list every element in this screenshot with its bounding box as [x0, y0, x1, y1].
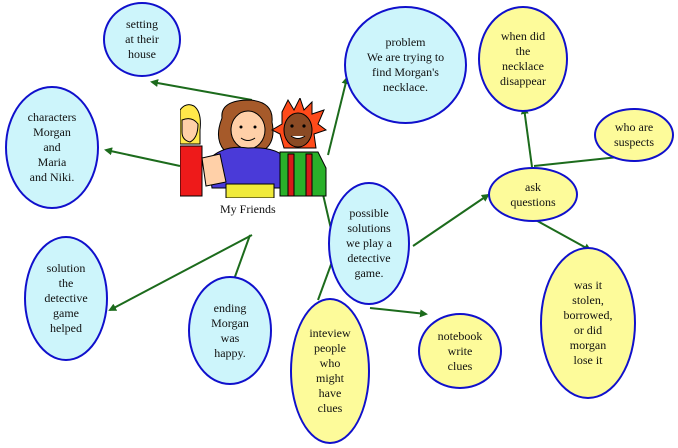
arrow-to-notebook	[369, 307, 428, 318]
friends-clipart-icon	[180, 98, 328, 198]
node-possible-solutions: possible solutions we play a detective g…	[328, 182, 410, 305]
arrow-to-when-did	[520, 106, 533, 168]
node-ask-questions: ask questions	[488, 167, 578, 222]
node-when-did: when did the necklace disappear	[478, 6, 568, 112]
arrow-to-was-it	[531, 217, 592, 251]
node-problem: problem We are trying to find Morgan's n…	[344, 6, 467, 124]
node-characters: characters Morgan and Maria and Niki.	[5, 86, 99, 209]
node-ending: ending Morgan was happy.	[188, 276, 272, 385]
node-was-it: was it stolen, borrowed, or did morgan l…	[540, 247, 636, 399]
node-notebook: notebook write clues	[418, 313, 502, 389]
arrow-to-setting	[150, 79, 253, 101]
node-interview: inteview people who might have clues	[290, 298, 370, 444]
node-setting: setting at their house	[103, 2, 181, 77]
arrow-to-characters	[104, 147, 181, 167]
node-solution: solution the detective game helped	[24, 236, 108, 361]
node-who-are: who are suspects	[594, 108, 674, 162]
arrow-to-solution	[108, 234, 253, 311]
center-caption: My Friends	[220, 202, 276, 216]
arrow-to-problem	[327, 76, 350, 156]
arrow-to-ask-questions	[412, 193, 490, 247]
